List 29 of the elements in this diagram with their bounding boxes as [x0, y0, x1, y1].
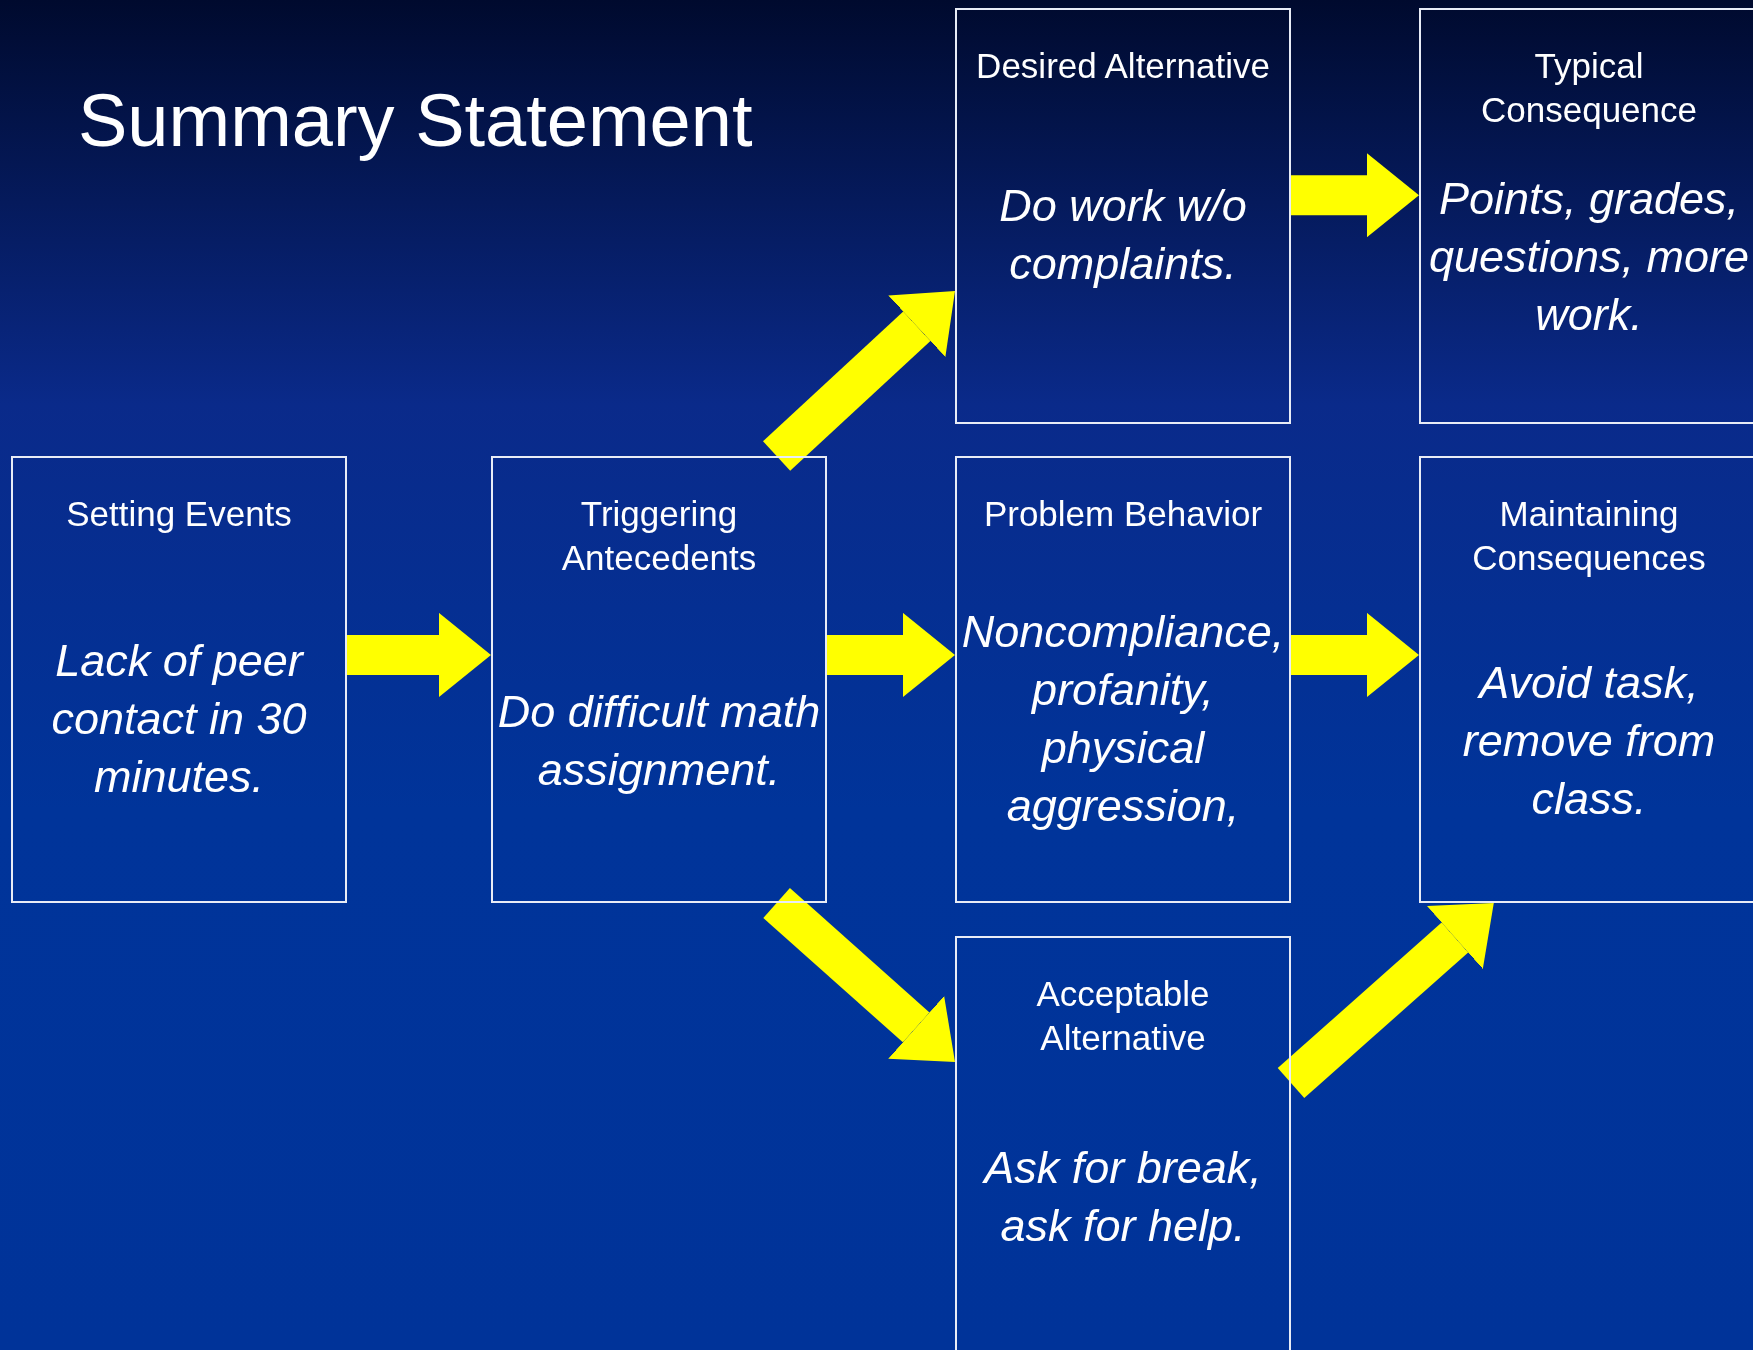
box-heading: Triggering Antecedents — [560, 493, 758, 579]
block-arrow — [827, 612, 955, 697]
box-heading: Setting Events — [66, 493, 292, 535]
block-arrow — [763, 290, 955, 471]
step-box — [955, 936, 1291, 1350]
block-arrow — [1291, 153, 1419, 238]
slide-title: Summary Statement — [78, 78, 753, 163]
box-description: Do work w/o complaints. — [998, 179, 1248, 291]
step-box — [955, 456, 1291, 903]
box-heading: Maintaining Consequences — [1471, 493, 1707, 579]
box-description: Lack of peer contact in 30 minutes. — [50, 633, 308, 804]
box-heading: Problem Behavior — [983, 493, 1263, 535]
box-description: Noncompliance, profanity, physical aggression, — [961, 604, 1285, 833]
box-heading: Typical Consequence — [1480, 45, 1698, 131]
box-description: Ask for break, ask for help. — [981, 1141, 1263, 1253]
block-arrow — [347, 612, 491, 697]
step-box — [11, 456, 347, 903]
block-arrow — [1291, 612, 1419, 697]
step-box — [1419, 8, 1753, 424]
block-arrow — [1277, 903, 1494, 1098]
step-box — [491, 456, 827, 903]
box-heading: Acceptable Alternative — [1035, 973, 1211, 1059]
box-description: Avoid task, remove from class. — [1461, 655, 1717, 826]
box-description: Do difficult math assignment. — [497, 684, 821, 797]
step-box — [1419, 456, 1753, 903]
block-arrow — [763, 888, 955, 1062]
step-box — [955, 8, 1291, 424]
box-description: Points, grades, questions, more work. — [1427, 172, 1751, 342]
box-heading: Desired Alternative — [976, 45, 1270, 87]
